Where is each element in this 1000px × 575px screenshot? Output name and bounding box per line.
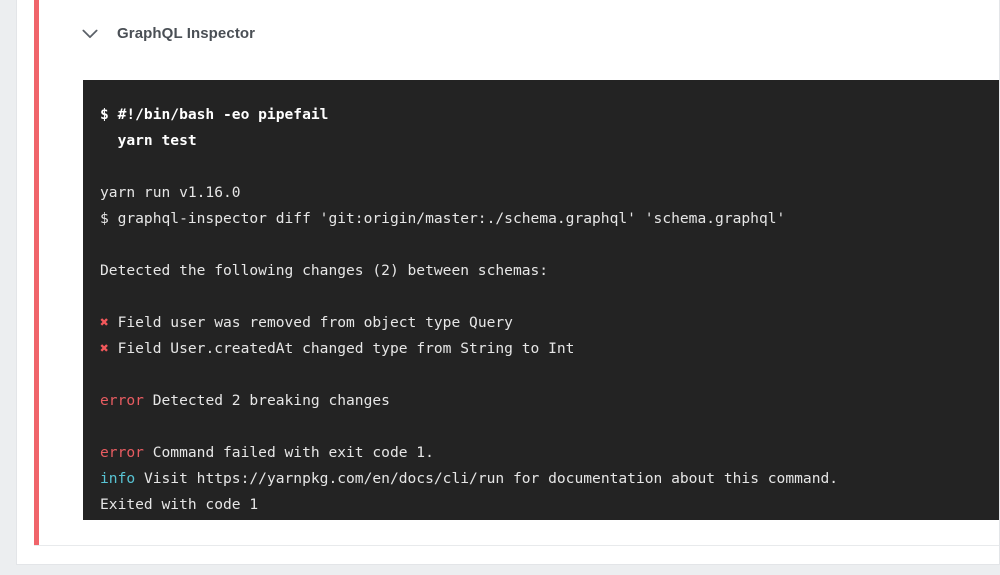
terminal-line-text: Detected 2 breaking changes xyxy=(143,392,390,409)
terminal-line: Exited with code 1 xyxy=(100,496,259,513)
chevron-down-icon[interactable] xyxy=(80,23,100,43)
panel-header[interactable]: GraphQL Inspector xyxy=(39,0,999,66)
terminal-line-text: Visit https://yarnpkg.com/en/docs/cli/ru… xyxy=(135,470,839,487)
panel-divider xyxy=(34,545,999,546)
page-title: GraphQL Inspector xyxy=(117,24,256,42)
terminal-line: $ #!/bin/bash -eo pipefail xyxy=(100,106,329,123)
terminal-line: Detected the following changes (2) betwe… xyxy=(100,262,549,279)
terminal-line: yarn test xyxy=(100,132,197,149)
job-panel: GraphQL Inspector $ #!/bin/bash -eo pipe… xyxy=(34,0,999,546)
terminal-line-blank xyxy=(100,414,999,440)
page-card: GraphQL Inspector $ #!/bin/bash -eo pipe… xyxy=(16,0,1000,565)
terminal-line: yarn run v1.16.0 xyxy=(100,184,241,201)
error-label: error xyxy=(100,444,144,461)
error-label: error xyxy=(100,392,144,409)
info-label: info xyxy=(100,470,136,487)
terminal-line-blank xyxy=(100,154,999,180)
terminal-line-text: Field User.createdAt changed type from S… xyxy=(108,340,575,357)
status-rail-failed xyxy=(34,0,39,546)
fail-marker-icon: ✖ xyxy=(100,340,109,357)
terminal-log[interactable]: $ #!/bin/bash -eo pipefail yarn test yar… xyxy=(83,80,999,520)
terminal-line-blank xyxy=(100,232,999,258)
terminal-line-blank xyxy=(100,362,999,388)
terminal-line-error: error Detected 2 breaking changes xyxy=(100,388,999,414)
terminal-line-error: error Command failed with exit code 1. xyxy=(100,440,999,466)
terminal-line-text: Command failed with exit code 1. xyxy=(143,444,434,461)
terminal-line-breaking-change: ✖ Field user was removed from object typ… xyxy=(100,310,999,336)
terminal-line: $ graphql-inspector diff 'git:origin/mas… xyxy=(100,210,786,227)
terminal-line-info: info Visit https://yarnpkg.com/en/docs/c… xyxy=(100,466,999,492)
fail-marker-icon: ✖ xyxy=(100,314,109,331)
terminal-line-breaking-change: ✖ Field User.createdAt changed type from… xyxy=(100,336,999,362)
terminal-line-blank xyxy=(100,284,999,310)
terminal-line-text: Field user was removed from object type … xyxy=(108,314,513,331)
